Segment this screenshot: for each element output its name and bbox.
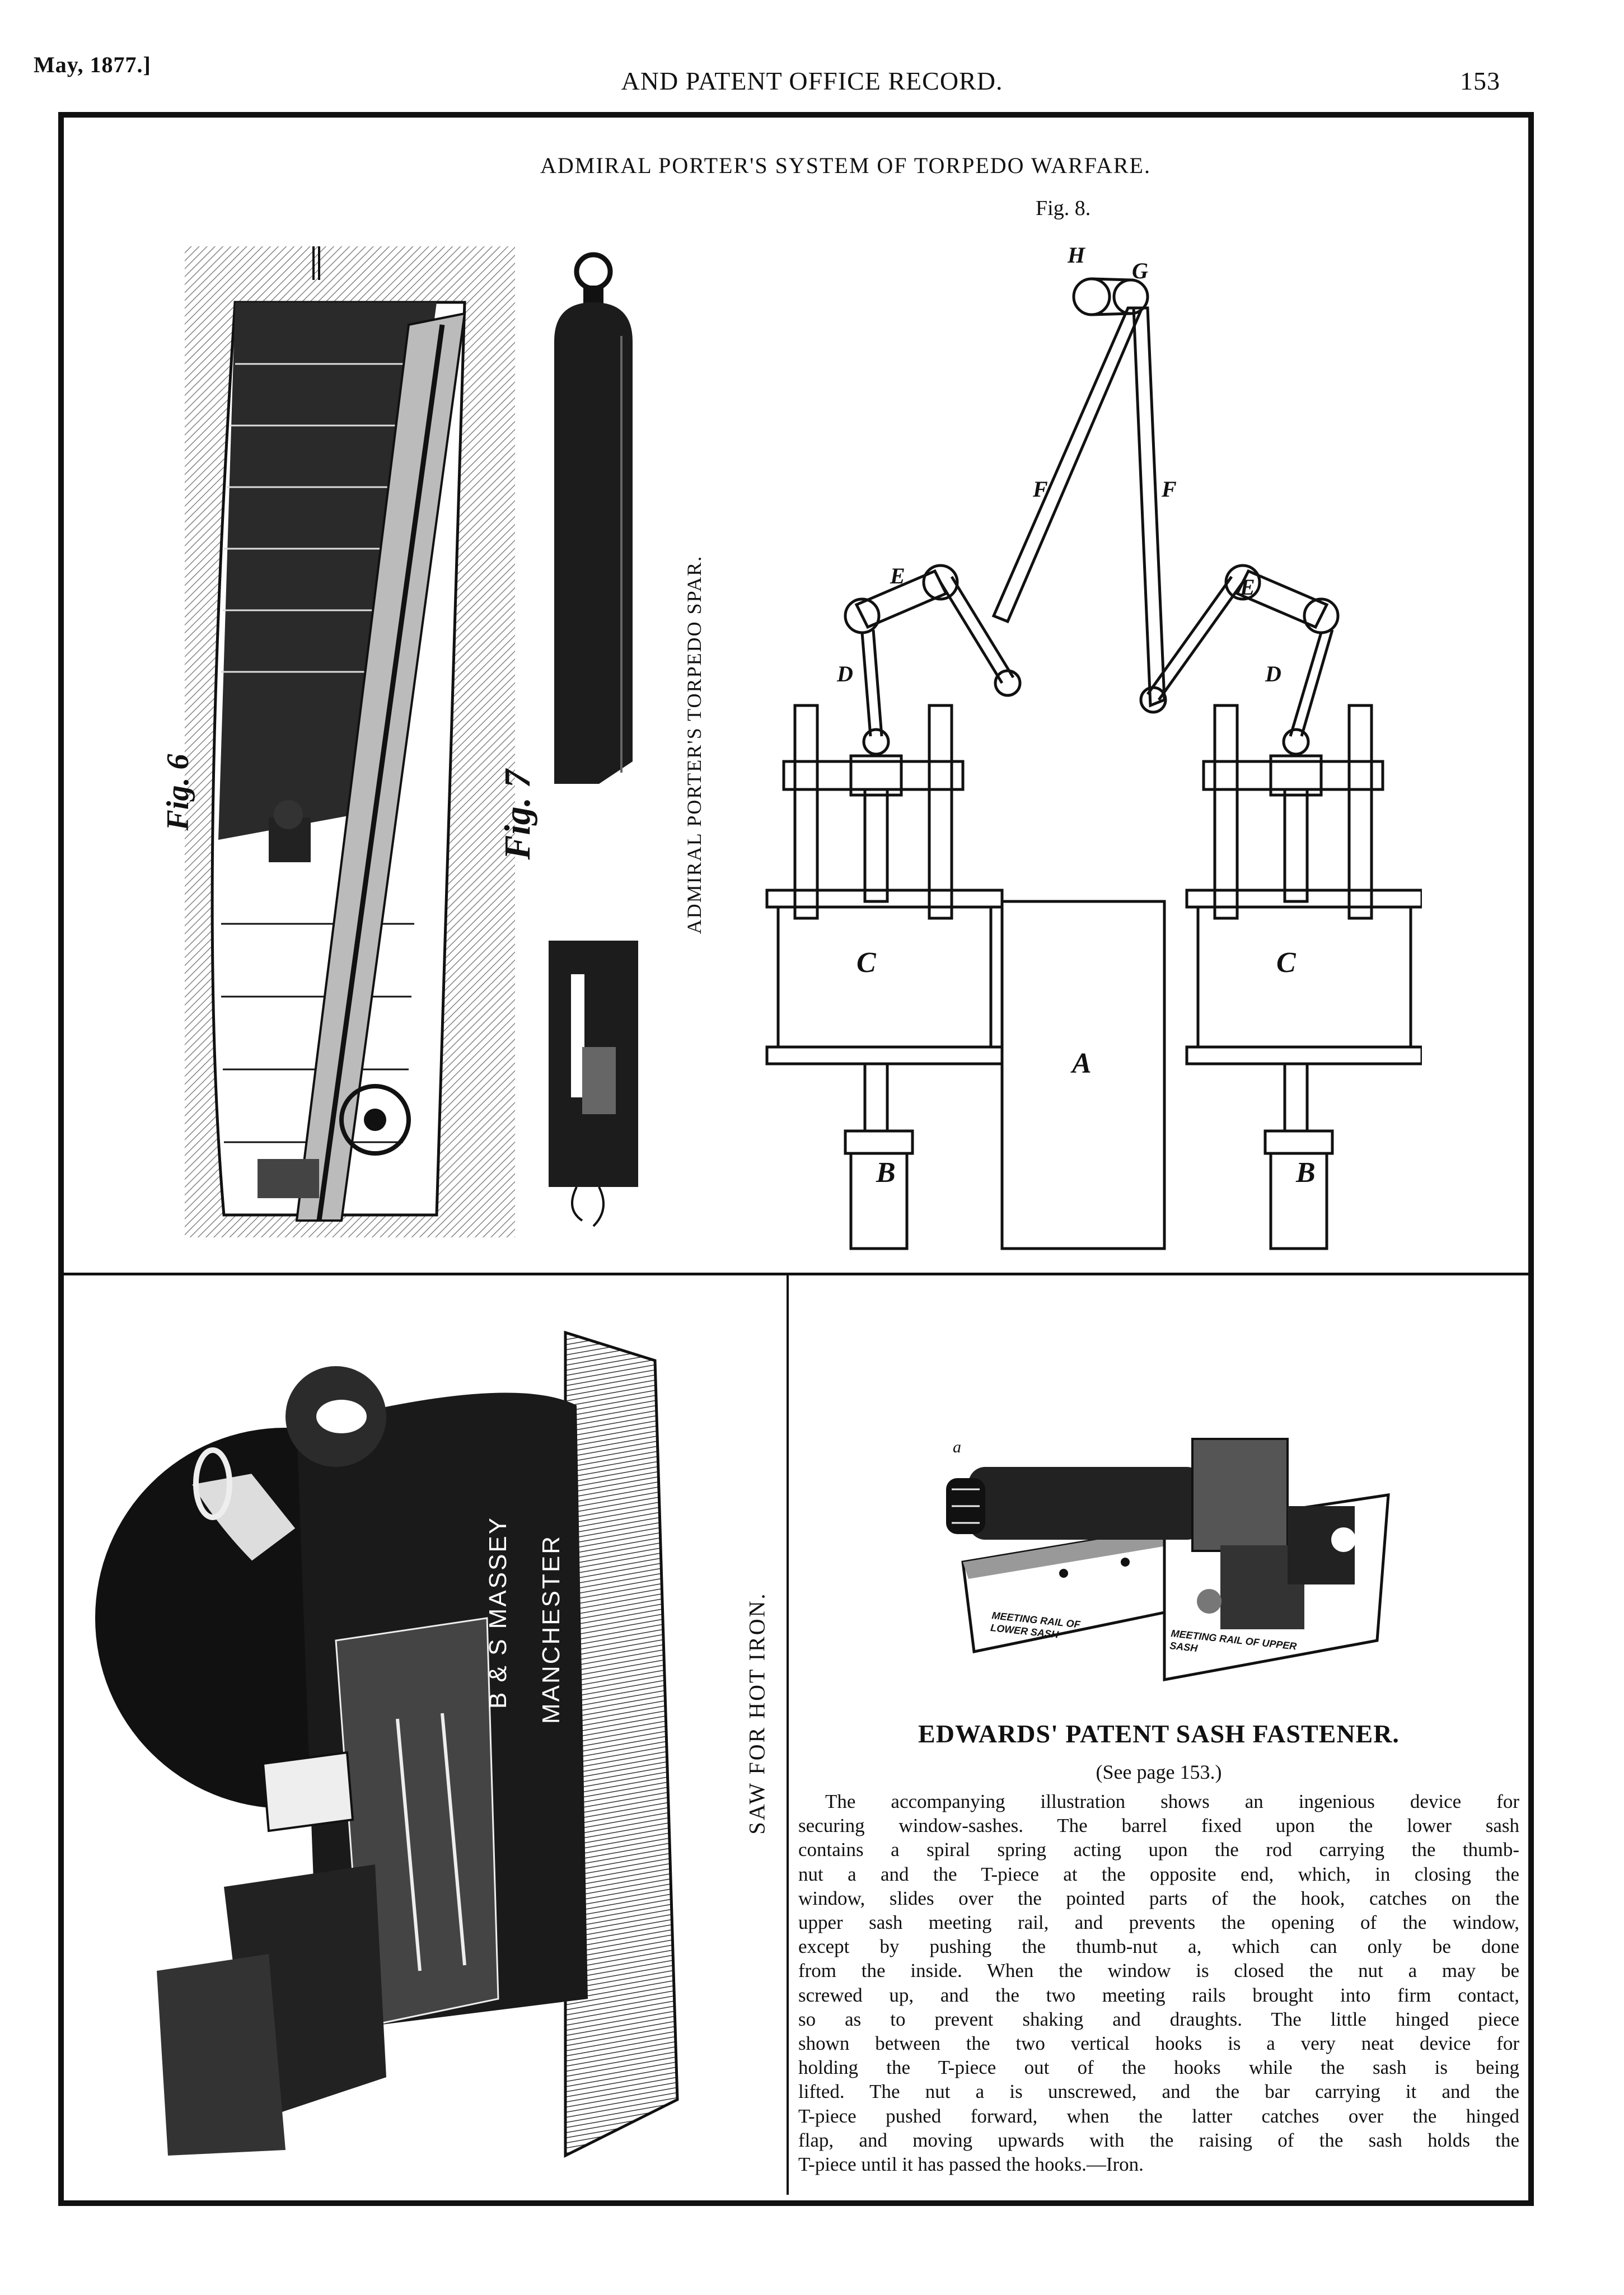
- article-line: holding the T-piece out of the hooks whi…: [798, 2056, 1519, 2079]
- label-C-left: C: [857, 947, 876, 979]
- label-G: G: [1132, 258, 1148, 283]
- fig6-label: Fig. 6: [161, 754, 195, 831]
- article-line: securing window-sashes. The barrel fixed…: [798, 1815, 1519, 1837]
- fig6-boat-illustration: [185, 246, 515, 1237]
- torpedo-title: ADMIRAL PORTER'S SYSTEM OF TORPEDO WARFA…: [540, 153, 1151, 178]
- label-B-right: B: [1296, 1157, 1316, 1189]
- article-line: upper sash meeting rail, and prevents th…: [798, 1911, 1519, 1934]
- label-B-left: B: [876, 1157, 896, 1189]
- article-line: so as to prevent shaking and draughts. T…: [798, 2008, 1519, 2030]
- saw-city-label: MANCHESTER: [537, 1534, 565, 1724]
- horizontal-divider: [64, 1273, 1528, 1275]
- header-date: May, 1877.]: [34, 52, 151, 77]
- article-line: contains a spiral spring acting upon the…: [798, 1839, 1519, 1861]
- label-D-right: D: [1265, 661, 1281, 686]
- see-page-note: (See page 153.): [1096, 1761, 1222, 1783]
- label-A: A: [1072, 1048, 1092, 1079]
- article-line: T-piece pushed forward, when the latter …: [798, 2105, 1519, 2127]
- fig7-label: Fig. 7: [497, 769, 538, 860]
- sash-thumbnut-label: a: [953, 1438, 961, 1456]
- article-line: screwed up, and the two meeting rails br…: [798, 1984, 1519, 2006]
- sash-article-body: The accompanying illustration shows an i…: [798, 1789, 1519, 2176]
- page-frame: [58, 112, 1534, 2206]
- label-H: H: [1068, 242, 1085, 268]
- label-E-right: E: [1240, 574, 1255, 600]
- fig7-torpedo-cylinder: [549, 252, 638, 1227]
- article-line: nut a and the T-piece at the opposite en…: [798, 1863, 1519, 1885]
- label-E-left: E: [890, 563, 905, 588]
- article-line: lifted. The nut a is unscrewed, and the …: [798, 2081, 1519, 2103]
- sash-fastener-illustration: [946, 1438, 1390, 1682]
- label-D-left: D: [837, 661, 853, 686]
- label-F-left: F: [1033, 476, 1048, 502]
- article-line: flap, and moving upwards with the raisin…: [798, 2129, 1519, 2151]
- label-C-right: C: [1276, 947, 1296, 979]
- saw-illustration: [95, 1330, 679, 2158]
- article-line: from the inside. When the window is clos…: [798, 1960, 1519, 1982]
- article-line: T-piece until it has passed the hooks.—I…: [798, 2153, 1144, 2176]
- sash-title: EDWARDS' PATENT SASH FASTENER.: [918, 1719, 1400, 1748]
- saw-maker-label: B & S MASSEY: [484, 1516, 512, 1709]
- vertical-divider: [787, 1274, 789, 2195]
- torpedo-spar-caption: ADMIRAL PORTER'S TORPEDO SPAR.: [683, 555, 705, 934]
- fig8-mechanism-diagram: [765, 277, 1422, 1250]
- label-F-right: F: [1162, 476, 1177, 502]
- page-number: 153: [1460, 67, 1500, 95]
- running-title: AND PATENT OFFICE RECORD.: [621, 67, 1003, 95]
- fig8-label: Fig. 8.: [1036, 197, 1091, 220]
- article-line: The accompanying illustration shows an i…: [825, 1791, 1519, 1812]
- article-line: window, slides over the pointed parts of…: [798, 1887, 1519, 1909]
- saw-caption: SAW FOR HOT IRON.: [744, 1592, 770, 1835]
- article-line: shown between the two vertical hooks is …: [798, 2032, 1519, 2055]
- article-line: except by pushing the thumb-nut a, which…: [798, 1936, 1519, 1958]
